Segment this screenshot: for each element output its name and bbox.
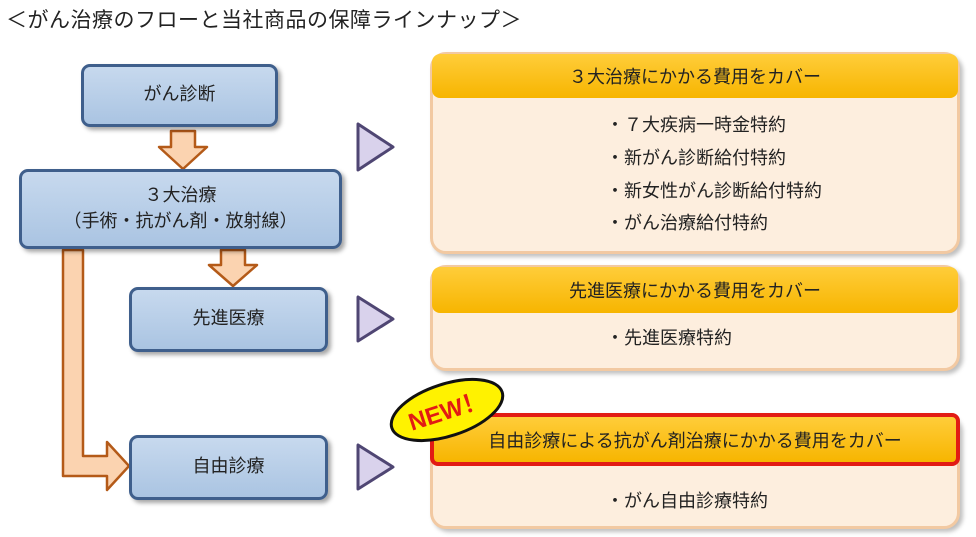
down-arrow-icon — [207, 248, 259, 288]
advanced-medical-label: 先進医療 — [192, 308, 265, 330]
coverage-item: ・新がん診断給付特約 — [606, 148, 786, 169]
free-medical-label: 自由診療 — [192, 456, 265, 478]
coverage-header-label: 自由診療による抗がん剤治療にかかる費用をカバー — [488, 430, 902, 452]
treatment-label: ３大治療 — [144, 184, 217, 206]
coverage-header-label: ３大治療にかかる費用をカバー — [569, 67, 821, 88]
coverage-item: ・先進医療特約 — [606, 328, 732, 349]
coverage-item: ・がん自由診療特約 — [606, 491, 768, 512]
coverage-item: ・新女性がん診断給付特約 — [606, 181, 822, 202]
treatment-box: ３大治療 （手術・抗がん剤・放射線） — [19, 169, 342, 249]
page-title: ＜がん治療のフローと当社商品の保障ラインナップ＞ — [6, 8, 522, 32]
diagnosis-box: がん診断 — [81, 64, 278, 127]
coverage-header-treatment: ３大治療にかかる費用をカバー — [432, 54, 958, 98]
new-badge: NEW！ — [389, 377, 505, 443]
right-triangle-pointer-icon — [356, 122, 395, 172]
free-medical-box: 自由診療 — [129, 435, 328, 500]
l-shaped-arrow-icon — [61, 248, 131, 492]
coverage-header-free: 自由診療による抗がん剤治療にかかる費用をカバー — [430, 413, 960, 466]
down-arrow-icon — [157, 129, 209, 171]
coverage-header-advanced: 先進医療にかかる費用をカバー — [432, 267, 958, 313]
coverage-header-label: 先進医療にかかる費用をカバー — [569, 281, 821, 302]
coverage-item: ・がん治療給付特約 — [606, 213, 768, 234]
diagnosis-label: がん診断 — [143, 84, 216, 106]
right-triangle-pointer-icon — [356, 443, 395, 491]
right-triangle-pointer-icon — [356, 295, 395, 343]
coverage-item: ・７大疾病一時金特約 — [606, 115, 786, 136]
advanced-medical-box: 先進医療 — [129, 287, 328, 352]
treatment-sublabel: （手術・抗がん剤・放射線） — [63, 211, 298, 232]
